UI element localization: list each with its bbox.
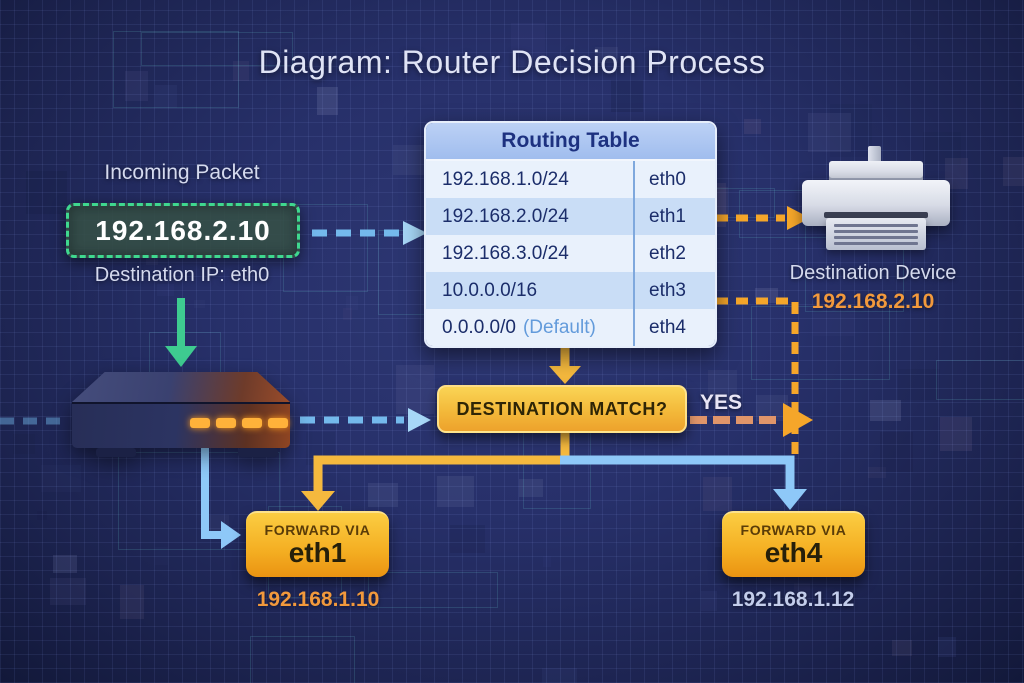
decision-to-eth1-arrow <box>301 428 570 511</box>
routing-table-row: 192.168.2.0/24 eth1 <box>426 198 715 235</box>
route-network: 10.0.0.0/16 <box>442 279 538 301</box>
table-to-printer-arrow <box>716 206 810 230</box>
routing-table: Routing Table 192.168.1.0/24 eth0 192.16… <box>424 121 717 348</box>
incoming-packet-box: 192.168.2.10 <box>66 203 300 258</box>
router-led <box>242 418 262 428</box>
yes-arrow <box>690 403 813 437</box>
router-icon <box>72 372 290 458</box>
routing-table-title: Routing Table <box>426 123 715 161</box>
router-led <box>216 418 236 428</box>
forward-eth1-ip: 192.168.1.10 <box>256 588 380 611</box>
route-network: 192.168.2.0/24 <box>442 205 569 227</box>
router-top-face <box>72 372 290 402</box>
route-interface: eth2 <box>633 235 715 272</box>
forward-eth4-box: FORWARD VIA eth4 <box>722 511 865 577</box>
routing-table-row: 0.0.0.0/0(Default) eth4 <box>426 309 715 346</box>
forward-via-label: FORWARD VIA <box>264 522 371 539</box>
default-route-note: (Default) <box>522 316 596 338</box>
route-network: 0.0.0.0/0(Default) <box>442 316 596 338</box>
yes-label: YES <box>700 391 743 414</box>
printer-handle <box>868 146 881 164</box>
forward-eth4-ip: 192.168.1.12 <box>731 588 855 611</box>
router-to-eth1-arrow <box>201 448 241 549</box>
table-to-yes-path <box>716 297 799 457</box>
route-interface: eth0 <box>633 161 715 198</box>
routing-table-row: 192.168.3.0/24 eth2 <box>426 235 715 272</box>
destination-device-label: Destination Device <box>789 262 957 284</box>
router-led <box>190 418 210 428</box>
table-to-decision-arrow <box>549 346 581 384</box>
route-network: 192.168.3.0/24 <box>442 242 569 264</box>
packet-to-table-arrow <box>312 221 427 245</box>
printer-slot <box>824 212 928 218</box>
decision-to-eth4-arrow <box>560 455 807 510</box>
router-led <box>268 418 288 428</box>
destination-match-box: DESTINATION MATCH? <box>437 385 687 433</box>
forward-via-label: FORWARD VIA <box>740 522 847 539</box>
page-title: Diagram: Router Decision Process <box>258 44 766 80</box>
router-to-decision-arrow <box>300 408 431 432</box>
printer-top <box>829 161 923 183</box>
printer-icon <box>802 146 950 258</box>
router-foot <box>238 448 278 457</box>
incoming-packet-label: Incoming Packet <box>104 161 260 184</box>
route-interface: eth1 <box>633 198 715 235</box>
routing-table-row: 192.168.1.0/24 eth0 <box>426 161 715 198</box>
incoming-packet-ip: 192.168.2.10 <box>95 214 271 246</box>
route-interface: eth4 <box>633 309 715 346</box>
routing-table-row: 10.0.0.0/16 eth3 <box>426 272 715 309</box>
destination-ip-label: Destination IP: eth0 <box>94 264 270 286</box>
router-front-face <box>72 402 290 448</box>
route-network: 192.168.1.0/24 <box>442 168 569 190</box>
destination-device-ip: 192.168.2.10 <box>811 290 935 313</box>
packet-to-router-arrow <box>165 298 197 367</box>
forward-eth1-box: FORWARD VIA eth1 <box>246 511 389 577</box>
route-interface: eth3 <box>633 272 715 309</box>
router-foot <box>96 448 136 457</box>
forward-interface: eth4 <box>764 537 823 569</box>
printer-tray <box>826 218 926 250</box>
forward-interface: eth1 <box>288 537 347 569</box>
